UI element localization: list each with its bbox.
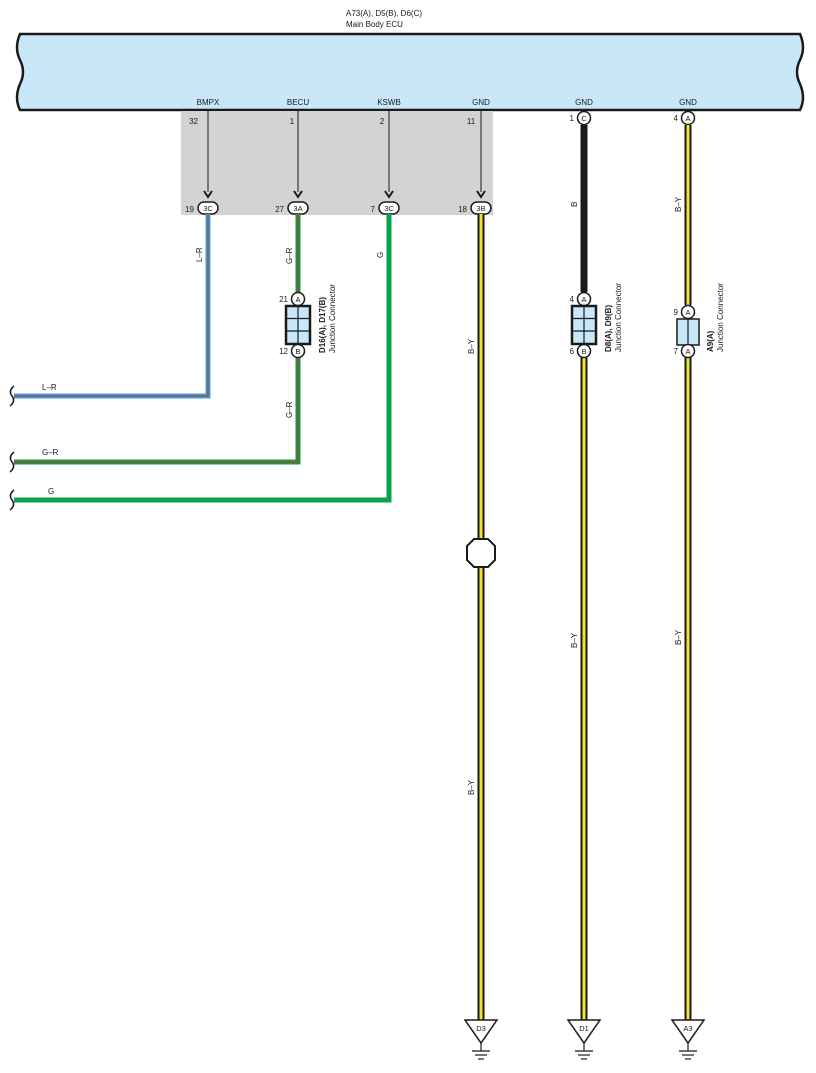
junction-title: A9(A)	[706, 330, 715, 352]
wire-color-label: G–R	[285, 401, 294, 418]
ground-icon	[566, 1019, 602, 1060]
ground-label: A3	[683, 1024, 692, 1033]
junction-connector-a9: A A	[676, 304, 700, 359]
ground-icon	[463, 1019, 499, 1060]
wire-break-mark	[9, 489, 15, 511]
ground-label: D3	[476, 1024, 486, 1033]
inline-connector-kswb: 3C	[378, 201, 400, 215]
ecu-name: Main Body ECU	[346, 20, 403, 29]
pin-gnd1: 11	[467, 117, 476, 126]
pin-becu: 1	[290, 117, 295, 126]
inline-connector-gnd1: 3B	[470, 201, 492, 215]
wire-becu	[14, 214, 301, 465]
pin-gnd2: 1	[570, 114, 575, 123]
inline-pin-kswb: 7	[371, 205, 376, 214]
connector-letter: A	[685, 114, 690, 123]
wire-color-label: G–R	[42, 448, 59, 457]
wire-color-label: B–Y	[467, 779, 476, 795]
wire-color-label: G	[376, 252, 385, 258]
pin-kswb: 2	[380, 117, 385, 126]
connector-letter: A	[685, 308, 690, 317]
ground-label: D1	[579, 1024, 589, 1033]
inline-pin-bmpx: 19	[185, 205, 194, 214]
junction-connector-d8-d9: A B	[570, 291, 598, 359]
wire-color-label: B–Y	[570, 632, 579, 648]
terminal-label-becu: BECU	[287, 98, 309, 107]
wire-color-label: L–R	[195, 247, 204, 262]
junction-pin: 4	[570, 295, 575, 304]
connector-pin-circle	[680, 110, 696, 126]
ecu-body	[15, 32, 805, 112]
inline-connector-bmpx: 3C	[197, 201, 219, 215]
junction-title: D8(A), D9(B)	[604, 305, 613, 352]
junction-connector-d16-d17: A B	[284, 291, 312, 359]
junction-pin: 7	[674, 347, 679, 356]
wire-bmpx	[14, 214, 211, 399]
connector-letter: A	[295, 295, 300, 304]
junction-pin: 6	[570, 347, 575, 356]
wire-color-label: B–Y	[674, 196, 683, 212]
junction-pin: 21	[279, 295, 288, 304]
ecu-title: A73(A), D5(B), D6(C)	[346, 9, 422, 18]
chevron-down-icon	[293, 190, 303, 199]
connector-letter: B	[295, 347, 300, 356]
connector-letter: B	[581, 347, 586, 356]
wire-break-mark	[9, 451, 15, 473]
junction-subtitle: Junction Connector	[328, 284, 337, 353]
connector-pin-circle	[576, 110, 592, 126]
chevron-down-icon	[476, 190, 486, 199]
chevron-down-icon	[384, 190, 394, 199]
wire-color-label: B–Y	[467, 338, 476, 354]
wire-kswb	[14, 214, 392, 503]
junction-pin: 9	[674, 308, 679, 317]
wire-break-mark	[9, 385, 15, 407]
inline-pin-gnd1: 18	[458, 205, 467, 214]
inline-connector-id: 3B	[476, 204, 485, 213]
wire-color-label: L–R	[42, 383, 57, 392]
inline-pin-becu: 27	[275, 205, 284, 214]
ground-icon	[670, 1019, 706, 1060]
ecu-internal-area	[181, 111, 493, 215]
wire-color-label: B–Y	[674, 629, 683, 645]
pin-bmpx: 32	[189, 117, 198, 126]
terminal-label-gnd3: GND	[679, 98, 697, 107]
wire-color-label: G–R	[285, 247, 294, 264]
wire-color-label: G	[48, 487, 54, 496]
pin-gnd3: 4	[674, 114, 679, 123]
terminal-label-gnd2: GND	[575, 98, 593, 107]
terminal-label-bmpx: BMPX	[197, 98, 220, 107]
inline-connector-id: 3C	[384, 204, 394, 213]
inline-connector-id: 3A	[293, 204, 302, 213]
connector-letter: A	[581, 295, 586, 304]
junction-pin: 12	[279, 347, 288, 356]
wire-color-label: B	[570, 202, 579, 207]
connector-letter: C	[581, 114, 587, 123]
chevron-down-icon	[203, 190, 213, 199]
junction-subtitle: Junction Connector	[614, 283, 623, 352]
inline-connector-becu: 3A	[287, 201, 309, 215]
junction-title: D16(A), D17(B)	[318, 297, 327, 353]
junction-subtitle: Junction Connector	[716, 283, 725, 352]
terminal-label-gnd1: GND	[472, 98, 490, 107]
terminal-label-kswb: KSWB	[377, 98, 401, 107]
splice-point	[466, 538, 496, 568]
connector-letter: A	[685, 347, 690, 356]
inline-connector-id: 3C	[203, 204, 213, 213]
